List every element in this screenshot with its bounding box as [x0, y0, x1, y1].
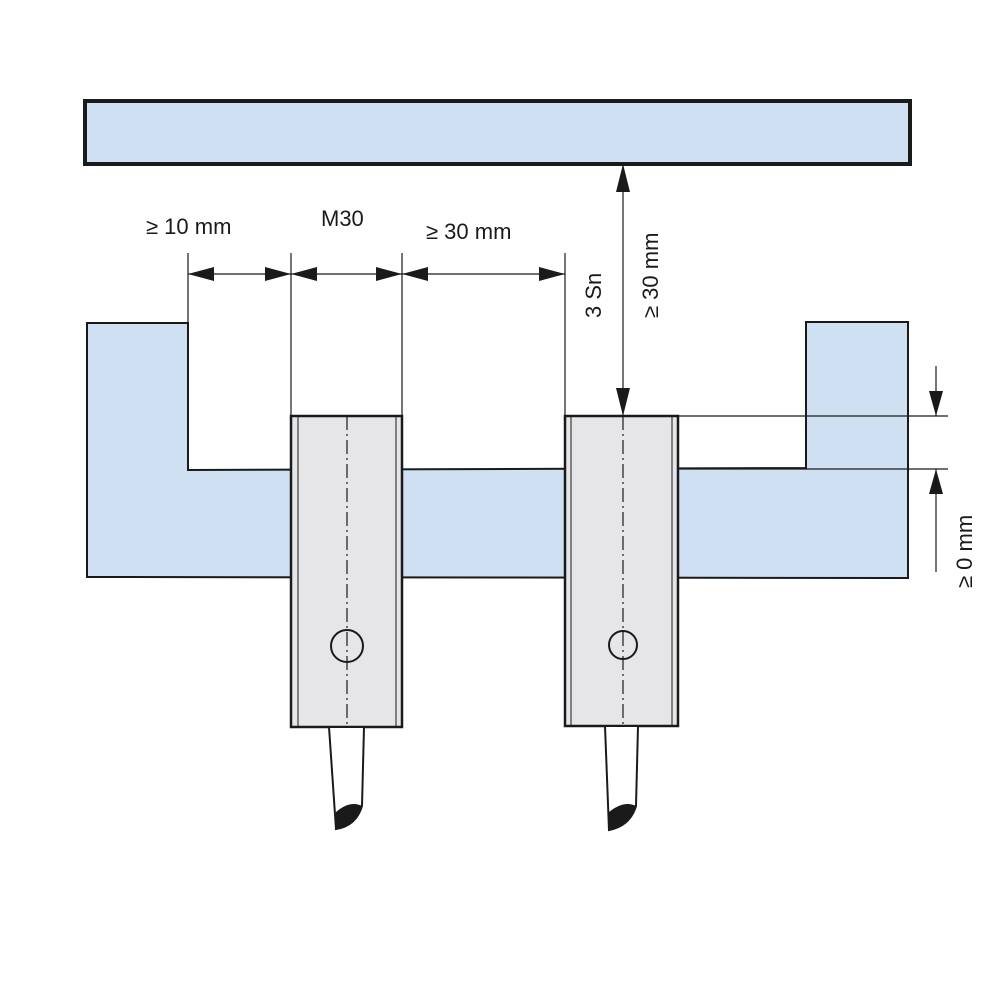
target-plate: [83, 99, 912, 166]
mounting-bracket: [86, 321, 909, 580]
sensor-left-led: [330, 629, 364, 663]
label-sensing-distance: 3 Sn: [581, 273, 606, 318]
sensor-left-cable-end: [336, 804, 362, 829]
dimension-gap-left: [188, 267, 291, 281]
sensor-right-body: [563, 414, 680, 728]
label-gap-left: ≥ 10 mm: [146, 214, 231, 239]
label-flush-offset: ≥ 0 mm: [952, 515, 977, 588]
label-gap-between: ≥ 30 mm: [426, 219, 511, 244]
label-thread-size: M30: [321, 206, 364, 231]
sensor-right-cable-end: [609, 804, 636, 830]
sensor-left: [289, 414, 404, 831]
sensor-right: [563, 414, 680, 832]
dimension-thread-size: [291, 267, 402, 281]
dimension-target-distance: [616, 164, 630, 416]
dimension-gap-between: [402, 267, 565, 281]
label-target-distance: ≥ 30 mm: [638, 233, 663, 318]
dimension-flush-offset: [678, 366, 948, 572]
sensor-right-led: [608, 630, 638, 660]
